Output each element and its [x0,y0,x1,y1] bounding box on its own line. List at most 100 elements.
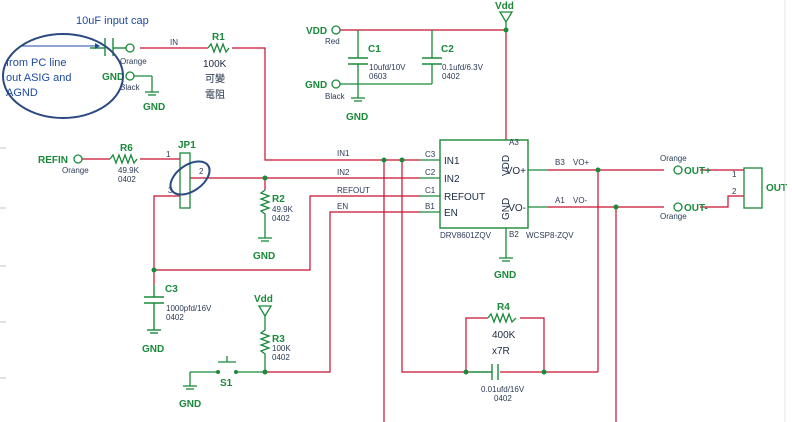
pc-line-highlight [2,33,124,119]
pc-line-note-2: out ASIG and [6,72,71,84]
r4-body [487,312,517,324]
s1-switch[interactable] [183,356,265,390]
wire-jp1-c3 [153,195,180,285]
pc-line-note-1: from PC line [6,57,67,69]
c4-value: 0.01ufd/16V [481,385,525,394]
c2-value: 0.1ufd/6.3V [442,63,484,72]
net-in-label: IN [170,38,178,47]
u1-ball-a1: A1 [555,196,565,205]
c1-ref: C1 [368,44,381,55]
r6-value: 49.9K [118,166,140,175]
jp1-pin2: 2 [199,167,204,176]
jp1-body[interactable] [179,152,191,209]
out-conn-pin1: 1 [732,170,737,179]
r3-package: 0402 [272,353,290,362]
wire-vdd-rail [340,29,507,140]
in-gnd-text: GND [143,102,165,113]
left-margin-ticks [0,147,6,379]
c2-ref: C2 [441,44,454,55]
gnd-left-terminal[interactable] [331,79,341,89]
outp-color: Orange [660,154,687,163]
r4-note-2: x7R [492,346,510,357]
r1-note-3: 電阻 [205,89,225,101]
u1-ball-b2: B2 [509,230,519,239]
net-vom-label: VO- [573,196,588,205]
u1-pin-refout: REFOUT [444,192,485,203]
net-en-label: EN [337,202,348,211]
in-gnd-color: Black [120,83,141,92]
jp1-ref: JP1 [178,140,196,151]
c1c2-gnd-text: GND [346,112,368,123]
c1-package: 0603 [369,72,387,81]
r3-value: 100K [272,344,291,353]
c4-symbol [470,364,499,380]
in-terminal[interactable] [125,43,135,53]
vdd-left-terminal[interactable] [331,25,341,35]
u1-ball-c3: C3 [425,150,436,159]
u1-pin-in2: IN2 [444,174,460,185]
u1-body[interactable] [439,139,529,229]
in-gnd-symbol [134,75,159,96]
r2-package: 0402 [272,214,290,223]
r6-ref: R6 [120,143,133,154]
r3-body [259,316,271,372]
outp-label: OUT+ [684,166,711,177]
r2-ref: R2 [272,194,285,205]
outm-color: Orange [660,212,687,221]
r2-gnd-text: GND [253,251,275,262]
c3-ref: C3 [165,284,178,295]
in-arrow-head [95,43,100,49]
wire-r4-loop [465,317,545,372]
r2-value: 49.9K [272,205,294,214]
u1-part: DRV8601ZQV [440,231,492,240]
u1-pin-vdd: VDD [501,155,512,176]
out-ref: OUT [766,183,787,194]
c4-package: 0402 [494,394,512,403]
s1-ref: S1 [220,378,233,389]
net-in1-label: IN1 [337,149,350,158]
out-connector[interactable] [743,167,763,209]
u1-ball-c1: C1 [425,186,436,195]
c3-value: 1000pfd/16V [166,304,212,313]
r1-note-2: 可變 [205,72,225,85]
u1-ball-b1: B1 [425,202,435,211]
refin-terminal[interactable] [73,154,83,164]
u1-package: WCSP8-ZQV [526,231,574,240]
outm-terminal[interactable] [673,202,683,212]
wire-en [265,211,420,373]
input-cap-note: 10uF input cap [76,15,149,27]
vdd-top-label: Vdd [495,1,514,12]
s1-contact-right [234,370,238,374]
c2-package: 0402 [442,72,460,81]
vdd-left-color: Red [325,37,340,46]
wire-refout [154,195,420,271]
net-vop-label: VO+ [573,158,590,167]
c3-gnd-text: GND [142,344,164,355]
r2-gnd-symbol [258,237,272,242]
u1-pin-gnd: GND [501,198,512,220]
jp1-pin1: 1 [166,150,171,159]
r1-body [207,42,230,54]
in-gnd-terminal[interactable] [125,71,135,81]
u1-ball-a3: A3 [509,138,519,147]
in-gnd-label: GND [102,72,124,83]
c1c2-gnd-wiring [340,30,433,102]
c1-symbol [348,57,368,65]
u1-pin-en: EN [444,208,458,219]
c3-package: 0402 [166,313,184,322]
u1-ball-c2: C2 [425,168,436,177]
outp-terminal[interactable] [673,165,683,175]
wires [82,29,744,422]
net-in2-label: IN2 [337,168,350,177]
wire-in1-loop [401,160,470,373]
r1-note-1: 100K [203,59,227,70]
c3-symbol [144,285,164,334]
r6-body [109,153,138,165]
r6-package: 0402 [118,175,136,184]
refin-color: Orange [62,166,89,175]
vdd-r3-label: Vdd [254,294,273,305]
u1-pin-stubs [420,159,548,262]
jp1-pin3: 3 [168,186,173,195]
junctions [151,27,619,375]
jp1-highlight [169,160,211,196]
